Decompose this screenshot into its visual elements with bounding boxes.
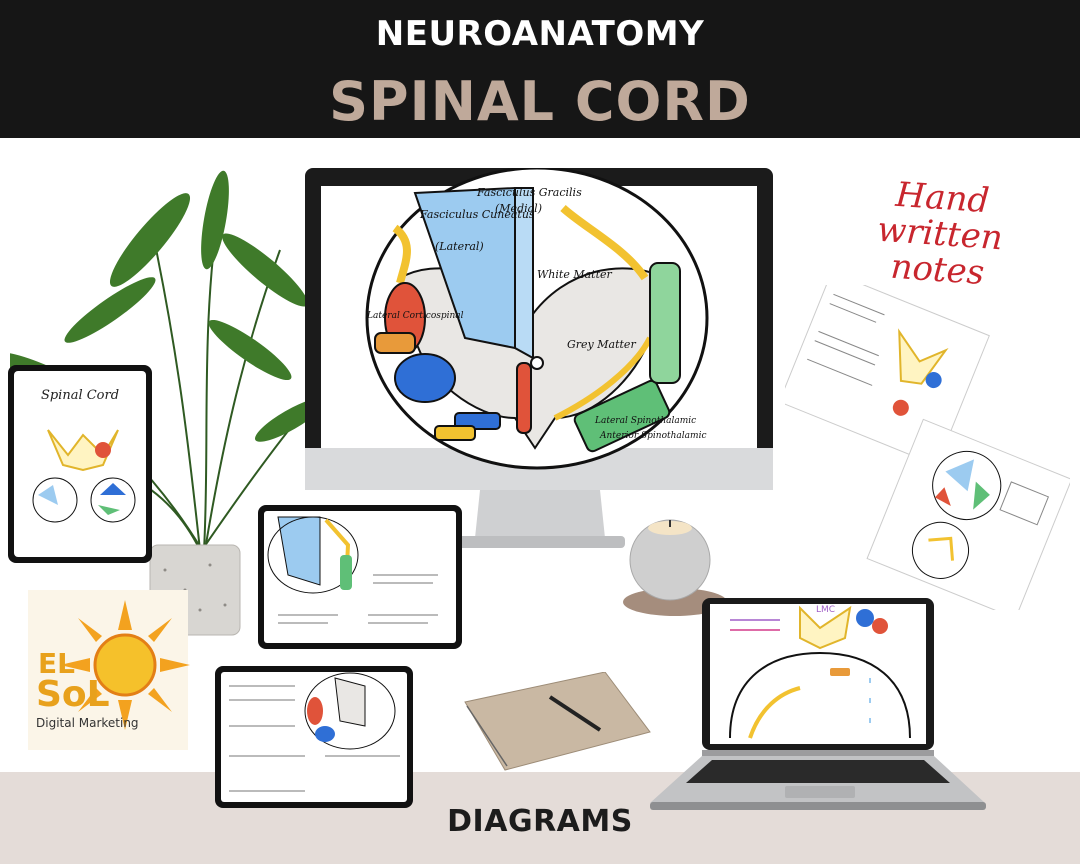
label-grey-matter: Grey Matter — [567, 338, 636, 351]
label-anterior-spinothalamic: Anterior Spinothalamic — [599, 431, 707, 441]
logo-line1: EL — [38, 647, 75, 680]
handwritten-note-pages — [785, 285, 1070, 610]
header-banner: NEUROANATOMY SPINAL CORD — [0, 0, 1080, 138]
label-cuneatus-side: (Lateral) — [435, 240, 484, 253]
label-gracilis-side: (Medial) — [495, 202, 542, 215]
logo-line3: Digital Marketing — [36, 716, 139, 730]
footer-label: DIAGRAMS — [447, 804, 633, 839]
header-subtitle: NEUROANATOMY — [375, 14, 705, 54]
landscape-tablet-top — [258, 505, 462, 649]
sun-logo-icon — [60, 600, 190, 730]
tablet-title: Spinal Cord — [40, 388, 120, 403]
desktop-monitor: Fasciculus Cuneatus (Lateral) Fasciculus… — [305, 168, 773, 548]
spiral-notebook-icon — [464, 672, 651, 771]
label-fasciculus-gracilis: Fasciculus Gracilis — [476, 186, 582, 199]
header-title: SPINAL CORD — [329, 70, 751, 133]
laptop-device: LMC — [650, 598, 986, 810]
label-lateral-spinothalamic: Lateral Spinothalamic — [594, 416, 696, 426]
label-fasciculus-cuneatus: Fasciculus Cuneatus — [419, 208, 535, 221]
label-lateral-corticospinal: Lateral Corticospinal — [366, 311, 464, 321]
handwritten-notes-callout: Hand written notes — [875, 174, 1005, 294]
label-white-matter: White Matter — [537, 268, 613, 281]
laptop-screen-label: LMC — [816, 605, 835, 615]
logo-line2: SoL — [36, 674, 110, 715]
landscape-tablet-bottom — [215, 666, 413, 808]
tablet-device — [8, 365, 152, 563]
candle-icon — [623, 519, 727, 616]
